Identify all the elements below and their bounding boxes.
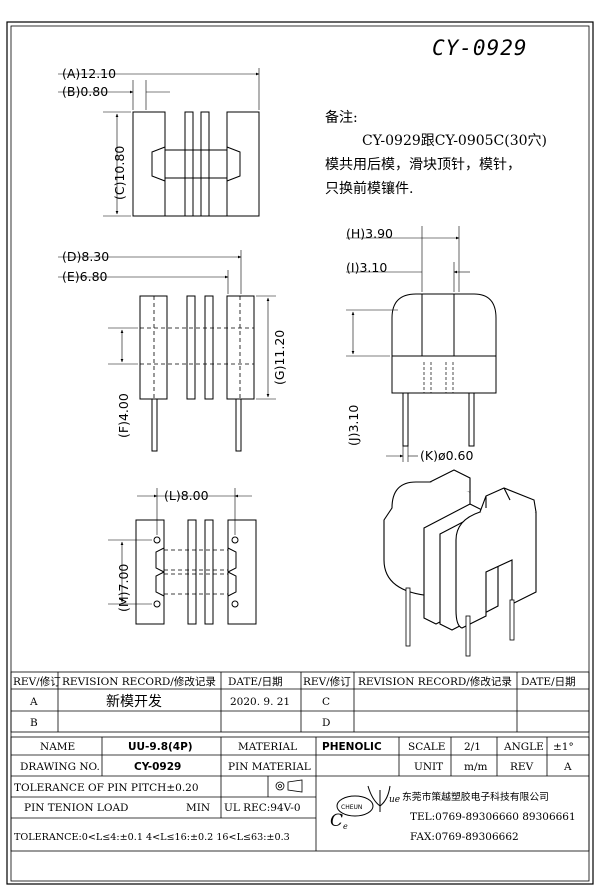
notes-line-2: 模共用后模，滑块顶针，模针，: [325, 156, 521, 173]
dim-b-label: (B)0.80: [62, 84, 108, 99]
unit-value: m/m: [464, 761, 487, 773]
rev-label: REV: [510, 761, 534, 773]
notes-line-3: 只换前模镶件.: [325, 180, 413, 197]
company-tel: TEL:0769-89306660 89306661: [410, 811, 576, 823]
material-value: PHENOLIC: [322, 741, 382, 753]
dim-e-label: (E)6.80: [62, 269, 108, 284]
view-side-right: [346, 226, 497, 462]
view-bottom-left: [108, 488, 257, 625]
record-header-right: REVISION RECORD/修改记录: [358, 675, 512, 688]
view-middle-left: [58, 250, 276, 452]
part-number-title: CY-0929: [432, 36, 528, 60]
angle-label: ANGLE: [503, 741, 544, 753]
name-label: NAME: [40, 741, 75, 753]
dim-m-label: (M)7.00: [116, 564, 131, 612]
drawing-no-label: DRAWING NO.: [20, 761, 100, 773]
dim-a-label: (A)12.10: [62, 66, 116, 81]
projection-symbol-icon: [275, 779, 303, 793]
pin-tension-min: MIN: [186, 802, 210, 814]
company-name: 东莞市策越塑胶电子科技有限公司: [402, 790, 549, 803]
rev-value: A: [563, 761, 572, 773]
dim-k-label: (K)ø0.60: [420, 448, 473, 463]
view-isometric: [383, 469, 537, 657]
name-value: UU-9.8(4P): [128, 741, 193, 753]
pin-pitch-tolerance: TOLERANCE OF PIN PITCH±0.20: [14, 782, 199, 794]
date-header-left: DATE/日期: [228, 676, 283, 688]
date-header-right: DATE/日期: [521, 676, 576, 688]
dim-i-label: (I)3.10: [346, 260, 387, 275]
record-header-left: REVISION RECORD/修改记录: [62, 675, 216, 688]
rev-header-left: REV/修订: [13, 675, 61, 688]
dim-d-label: (D)8.30: [62, 249, 109, 264]
rev-b: B: [30, 717, 38, 729]
rev-a-record: 新模开发: [106, 694, 162, 710]
rev-a-date: 2020. 9. 21: [230, 696, 290, 708]
inner-border: [10, 25, 590, 882]
view-top-left: [58, 68, 260, 217]
dim-c-label: (C)10.80: [112, 146, 127, 200]
dim-l-label: (L)8.00: [164, 488, 209, 503]
rev-d: D: [322, 717, 330, 729]
scale-value: 2/1: [464, 741, 481, 753]
ul-rec: UL REC:94V-0: [224, 802, 301, 814]
drawing-no-value: CY-0929: [134, 761, 181, 773]
tolerance-line: TOLERANCE:0<L≤4:±0.1 4<L≤16:±0.2 16<L≤63…: [14, 832, 290, 843]
notes-line-1: CY-0929跟CY-0905C(30穴): [362, 133, 547, 149]
unit-label: UNIT: [414, 761, 443, 773]
dim-f-label: (F)4.00: [116, 393, 131, 438]
pin-material-label: PIN MATERIAL: [228, 761, 311, 773]
pin-tension-label: PIN TENION LOAD: [24, 802, 128, 814]
rev-c: C: [322, 696, 330, 708]
svg-text:C: C: [330, 811, 343, 831]
company-fax: FAX:0769-89306662: [410, 831, 519, 843]
rev-a: A: [29, 696, 38, 708]
scale-label: SCALE: [408, 741, 445, 753]
dim-h-label: (H)3.90: [346, 226, 393, 241]
revision-table: [10, 671, 590, 733]
angle-value: ±1°: [553, 741, 574, 753]
dim-g-label: (G)11.20: [272, 330, 287, 385]
outer-border: [6, 21, 594, 885]
title-block: [10, 736, 590, 852]
svg-text:CHEUN: CHEUN: [341, 804, 362, 811]
company-logo-icon: CHEUN ue C e: [330, 785, 400, 831]
dim-j-label: (J)3.10: [346, 405, 361, 446]
notes-heading: 备注:: [325, 109, 358, 126]
svg-text:ue: ue: [389, 795, 400, 805]
svg-text:e: e: [343, 822, 348, 831]
rev-header-right: REV/修订: [303, 675, 351, 688]
material-label: MATERIAL: [238, 741, 297, 753]
